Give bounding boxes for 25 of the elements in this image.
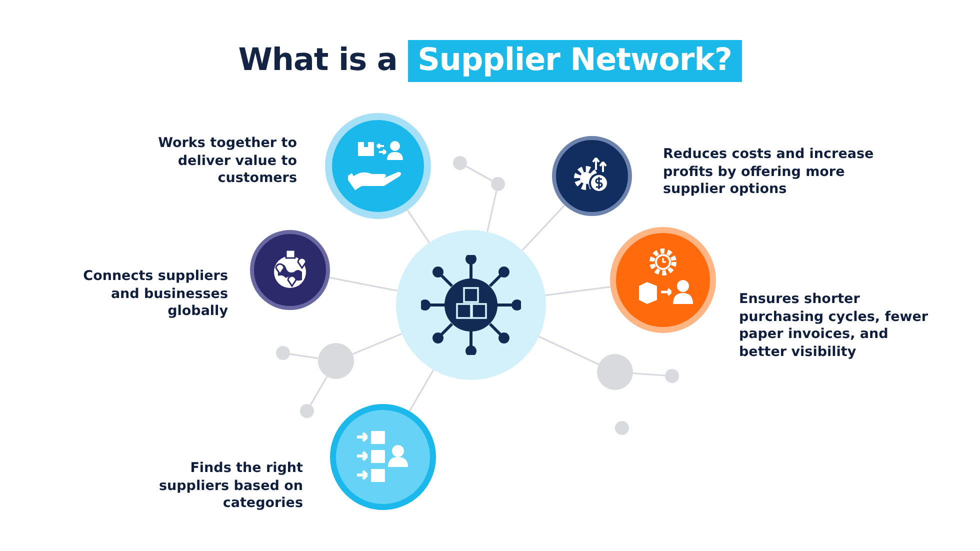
connector-line (290, 353, 318, 360)
feature-description: Finds the right suppliers based on categories (158, 460, 303, 512)
connector-line (486, 190, 498, 232)
feature-description: Ensures shorter purchasing cycles, fewer paper invoices, and better visibility (739, 291, 930, 361)
connector-line (538, 336, 600, 366)
connector-line (406, 210, 430, 244)
feature-description: Works together to deliver value to customers (157, 135, 297, 188)
connector-line (329, 276, 398, 292)
network-dot (491, 177, 505, 191)
network-dot (318, 343, 354, 379)
network-dot (615, 421, 629, 435)
connector-line (545, 286, 611, 296)
feature-description: Connects suppliers and businesses globally (82, 268, 228, 320)
network-dot (276, 346, 290, 360)
connector-line (408, 370, 434, 412)
connector-line (352, 333, 402, 355)
connector-line (310, 376, 328, 406)
network-dot (453, 156, 467, 170)
connector-line (522, 204, 566, 251)
network-dot (665, 369, 679, 383)
network-dot (300, 404, 314, 418)
connector-line (466, 166, 492, 182)
feature-description: Reduces costs and increase profits by offering more supplier options (663, 146, 875, 198)
network-dot (597, 354, 633, 390)
connector-line (632, 372, 666, 376)
